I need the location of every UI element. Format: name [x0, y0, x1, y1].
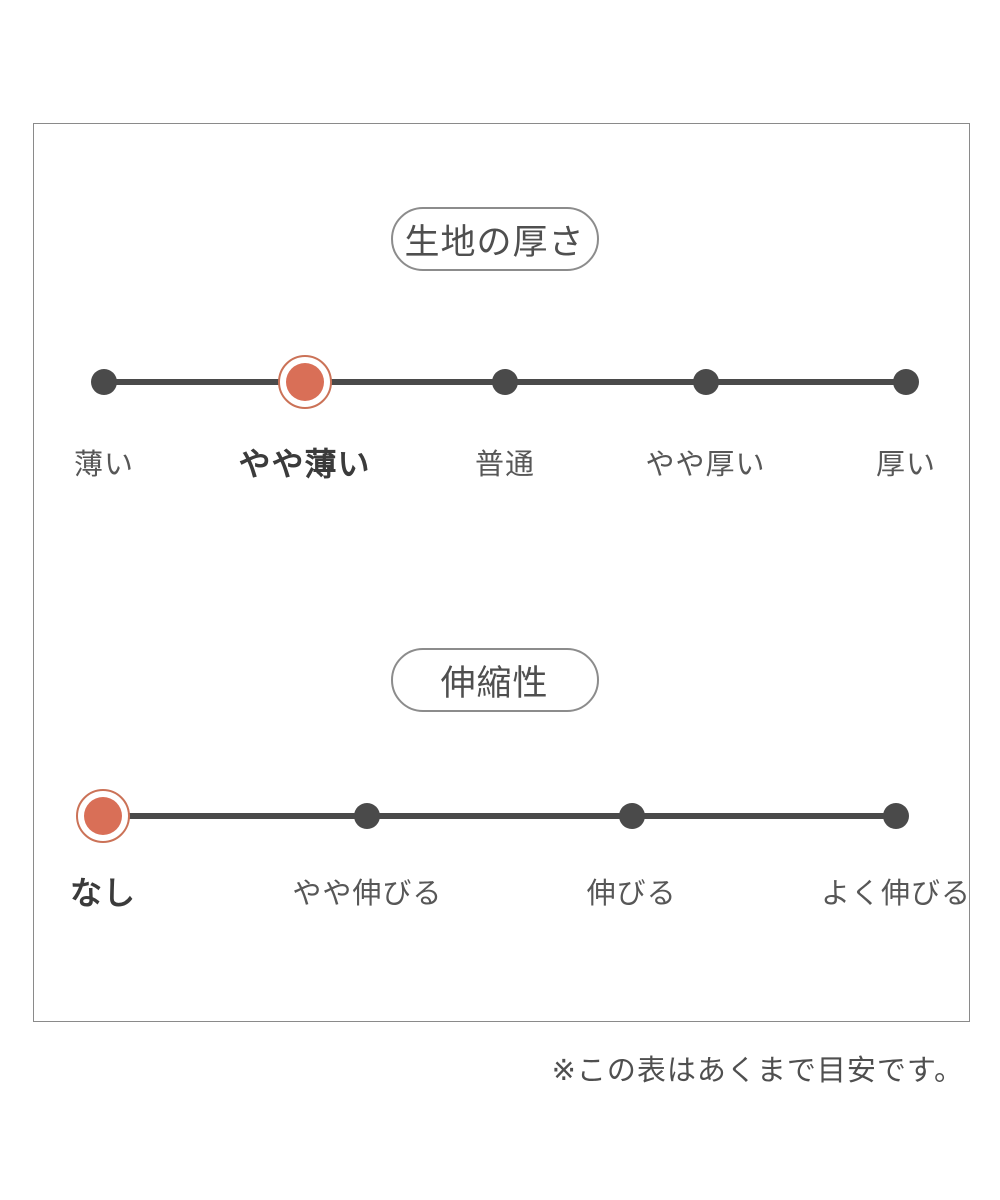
scale-dot [492, 369, 518, 395]
scale-dot [618, 803, 645, 829]
disclaimer-note: ※この表はあくまで目安です。 [551, 1055, 964, 1087]
scale-option-label: 伸びる [586, 878, 677, 910]
scale-dot [91, 369, 117, 395]
scale-option-label: 厚い [875, 449, 937, 481]
stretch-track [76, 788, 909, 844]
scale-option-label: やや厚い [645, 449, 766, 481]
selected-dot [84, 797, 122, 835]
fabric-thickness-track [91, 354, 919, 410]
fabric-thickness-title: 生地の厚さ [404, 222, 585, 262]
selected-dot-ring [277, 355, 332, 409]
selected-dot [285, 363, 324, 401]
stretch-track-line [103, 813, 896, 819]
fabric-thickness-labels: 薄い やや薄い 普通 やや厚い 厚い [74, 440, 935, 484]
fabric-thickness-title-pill: 生地の厚さ [390, 207, 599, 271]
scale-option-label: 普通 [474, 449, 536, 481]
stretch-title-pill: 伸縮性 [390, 648, 599, 712]
scale-dot [883, 803, 909, 829]
scale-dot [692, 369, 719, 395]
scale-dot [354, 803, 381, 829]
scale-dot [893, 369, 919, 395]
stretch-labels: なし やや伸びる 伸びる よく伸びる [70, 869, 970, 913]
scale-option-label-selected: やや薄い [238, 446, 371, 482]
scale-option-label: よく伸びる [820, 878, 972, 910]
selected-dot-ring [76, 789, 130, 843]
scale-option-label: 薄い [73, 449, 135, 481]
scale-option-label-selected: なし [69, 875, 137, 911]
spec-chart-frame: 生地の厚さ 薄い やや薄い 普通 やや厚い 厚い 伸縮性 なし やや伸びる 伸びる よく伸びる [33, 123, 970, 1022]
scale-option-label: やや伸びる [292, 878, 443, 910]
stretch-title: 伸縮性 [440, 663, 549, 703]
